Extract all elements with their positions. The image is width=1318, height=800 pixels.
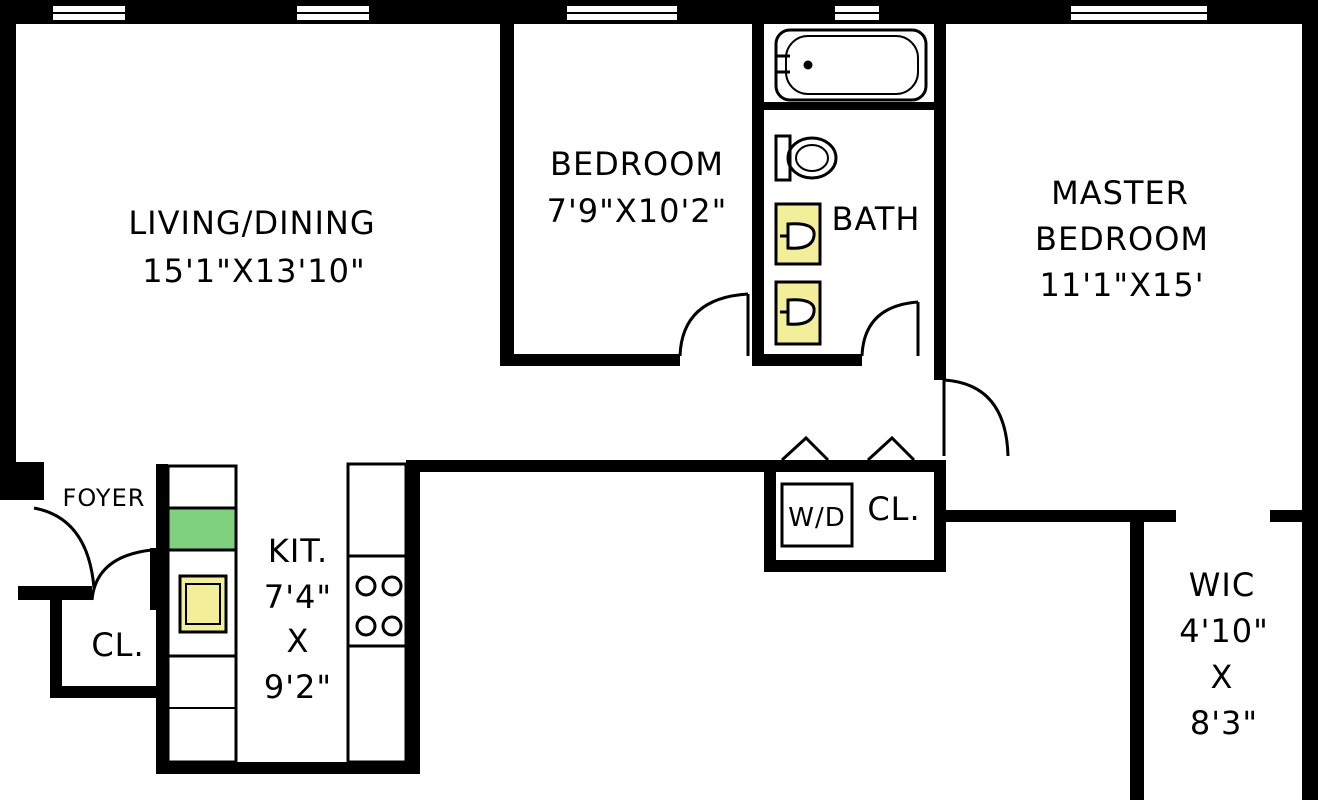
- kitchen-sink-icon: [178, 574, 228, 634]
- living-dims: 15'1"X13'10": [142, 252, 365, 290]
- hall-closet-bottom: [764, 560, 946, 572]
- right-wall: [1302, 0, 1318, 520]
- wic-left-wall: [1130, 510, 1144, 800]
- wic-dim1: 4'10": [1179, 612, 1269, 650]
- kitchen-x: X: [287, 622, 310, 660]
- bathtub-icon: [774, 28, 928, 102]
- door-swing-icon: [33, 506, 96, 589]
- bifold-door-icon: [780, 435, 916, 462]
- windows: [51, 4, 1209, 22]
- toilet-icon: [774, 134, 838, 182]
- washer-dryer-label: W/D: [788, 503, 846, 533]
- master-name-line2: BEDROOM: [1035, 220, 1209, 258]
- bedroom-left-wall: [500, 20, 514, 366]
- bath-tub-wall: [764, 102, 936, 110]
- master-dims: 11'1"X15': [1039, 266, 1204, 304]
- left-wall: [0, 0, 16, 470]
- wic-name: WIC: [1189, 566, 1255, 604]
- wic-x: X: [1211, 658, 1234, 696]
- stove-icon: [346, 554, 408, 648]
- master-bottom-wall: [946, 510, 1176, 522]
- kitchen-dim1: 7'4": [264, 578, 332, 616]
- door-swing-icon: [90, 548, 153, 601]
- kitchen-right-wall: [406, 460, 420, 774]
- wic-right-wall: [1302, 510, 1318, 800]
- foyer-closet-bottom: [50, 686, 162, 698]
- master-name-line1: MASTER: [1051, 174, 1189, 212]
- bath-master-wall: [934, 20, 946, 380]
- hall-closet-left: [764, 460, 776, 570]
- kitchen-bottom-wall: [156, 762, 420, 774]
- door-swing-icon: [942, 378, 1010, 457]
- hall-closet-name: CL.: [867, 490, 920, 528]
- foyer-name: FOYER: [63, 484, 146, 512]
- bath-name: BATH: [832, 200, 921, 238]
- door-swing-icon: [860, 300, 920, 357]
- foyer-closet-door-jamb: [150, 548, 162, 610]
- kitchen-dim2: 9'2": [264, 668, 332, 706]
- foyer-closet-name: CL.: [91, 626, 144, 664]
- bedroom-dims: 7'9"X10'2": [547, 192, 728, 230]
- hallway-bottom-wall: [406, 460, 946, 472]
- foyer-closet-top: [18, 586, 92, 600]
- doors: [33, 292, 1010, 601]
- bedroom-bottom-wall: [500, 354, 680, 366]
- bedroom-bath-wall: [752, 20, 764, 366]
- sink-icon: [774, 202, 822, 266]
- foyer-door-jamb: [0, 462, 44, 500]
- sink-icon: [774, 280, 822, 346]
- wic-dim2: 8'3": [1190, 704, 1258, 742]
- kitchen-cabinets: [166, 462, 408, 764]
- kitchen-left-wall: [156, 464, 168, 774]
- door-swing-icon: [678, 292, 750, 357]
- kitchen-name: KIT.: [268, 532, 328, 570]
- bath-bottom-wall: [752, 354, 862, 366]
- room-labels: LIVING/DINING 15'1"X13'10" BEDROOM 7'9"X…: [63, 145, 1269, 742]
- foyer-closet-left: [50, 600, 62, 698]
- living-name: LIVING/DINING: [128, 204, 375, 242]
- bedroom-name: BEDROOM: [550, 145, 724, 183]
- washer-dryer-icon: [780, 482, 854, 548]
- hall-closet-right: [934, 460, 946, 572]
